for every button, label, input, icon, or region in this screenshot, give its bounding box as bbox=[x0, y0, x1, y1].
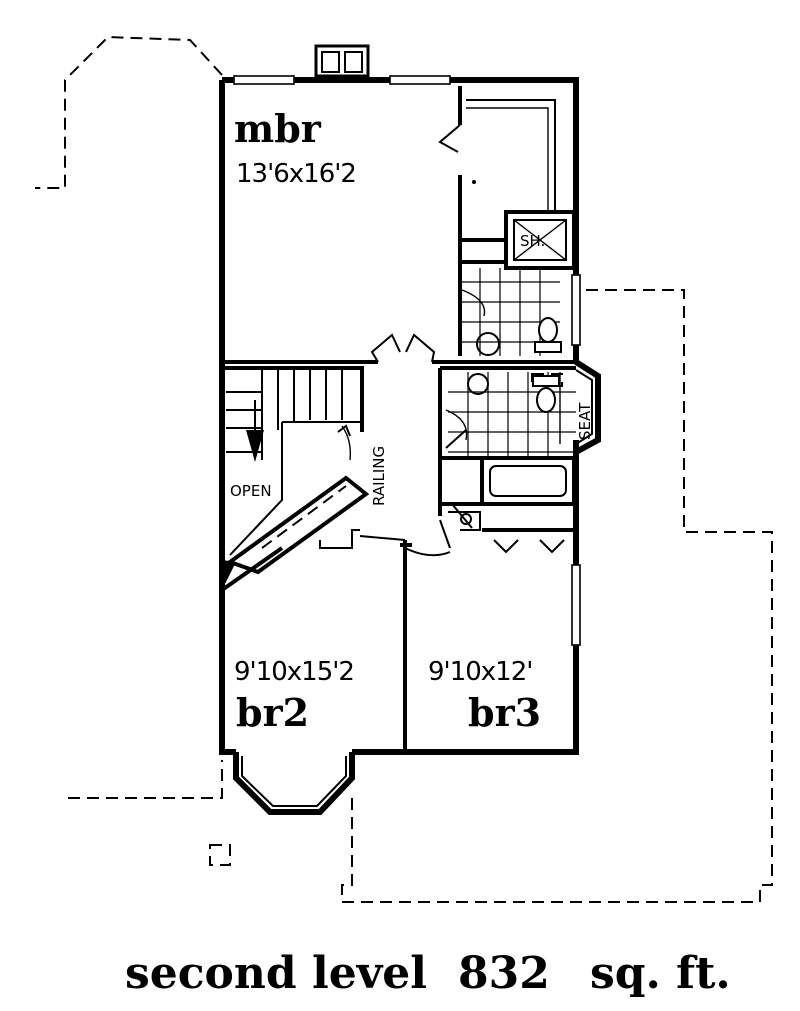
bay-window-br2 bbox=[233, 752, 355, 815]
walk-in-closet bbox=[438, 99, 556, 212]
br3-dimensions: 9'10x12' bbox=[428, 657, 532, 687]
caption-level: second level bbox=[125, 948, 427, 999]
bathtub bbox=[480, 456, 576, 506]
hall-bath-tiles bbox=[448, 372, 576, 456]
br3-closet bbox=[482, 528, 576, 554]
master-bath-tiles bbox=[462, 268, 560, 356]
bedroom-walls bbox=[220, 529, 406, 600]
mbr-label: mbr bbox=[234, 106, 322, 151]
caption-unit: sq. ft. bbox=[590, 948, 731, 999]
br2-label: br2 bbox=[236, 690, 309, 735]
railing-label: RAILING bbox=[370, 446, 388, 506]
mbr-walls bbox=[222, 86, 576, 364]
caption-area: 832 bbox=[458, 948, 550, 999]
open-label: OPEN bbox=[230, 482, 272, 500]
windows bbox=[233, 75, 581, 646]
chimney bbox=[314, 44, 370, 78]
toilet-icon bbox=[532, 375, 560, 413]
hall-bath bbox=[438, 366, 576, 516]
toilet-icon bbox=[534, 317, 562, 353]
hall bbox=[370, 333, 451, 752]
lower-level-outline-left bbox=[35, 35, 231, 866]
br3-label: br3 bbox=[468, 690, 541, 735]
mbr-dimensions: 13'6x16'2 bbox=[236, 159, 356, 189]
stairs bbox=[222, 366, 364, 556]
linen-closet bbox=[440, 502, 576, 531]
shower-label: SH. bbox=[520, 232, 545, 250]
master-bath bbox=[461, 210, 576, 356]
br2-dimensions: 9'10x15'2 bbox=[234, 657, 354, 687]
railing bbox=[220, 424, 370, 592]
plan-caption: second level 832 sq. ft. bbox=[125, 948, 731, 999]
seat-label: SEAT bbox=[576, 402, 594, 440]
